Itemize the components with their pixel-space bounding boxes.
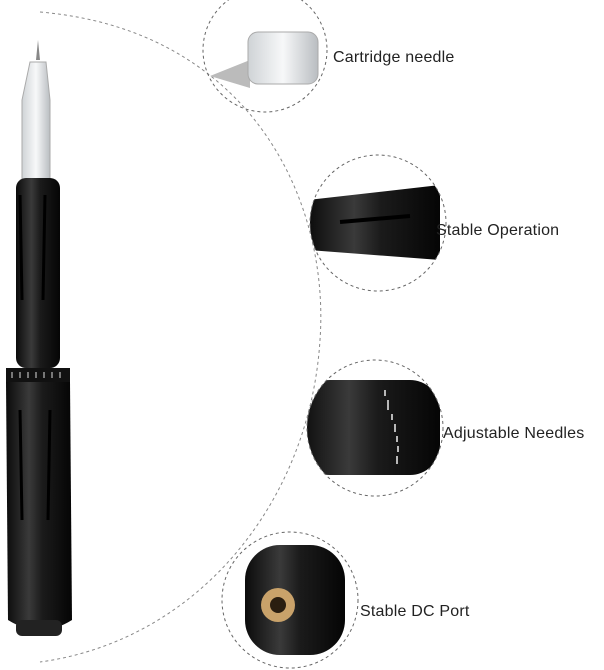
feature-label-adjustable-needles: Adjustable Needles: [443, 425, 585, 442]
feature-label-stable-operation: Stable Operation: [436, 222, 560, 239]
feature-circle-dcport: [245, 545, 345, 655]
feature-circle-cartridge: [210, 31, 319, 88]
feature-label-dc-port: Stable DC Port: [360, 603, 470, 620]
dashed-guide-arc: [39, 11, 322, 663]
feature-label-cartridge: Cartridge needle: [333, 49, 455, 66]
tattoo-pen: [6, 40, 72, 636]
feature-circle-adjust: [307, 380, 440, 475]
feature-circle-grip: [310, 185, 440, 260]
